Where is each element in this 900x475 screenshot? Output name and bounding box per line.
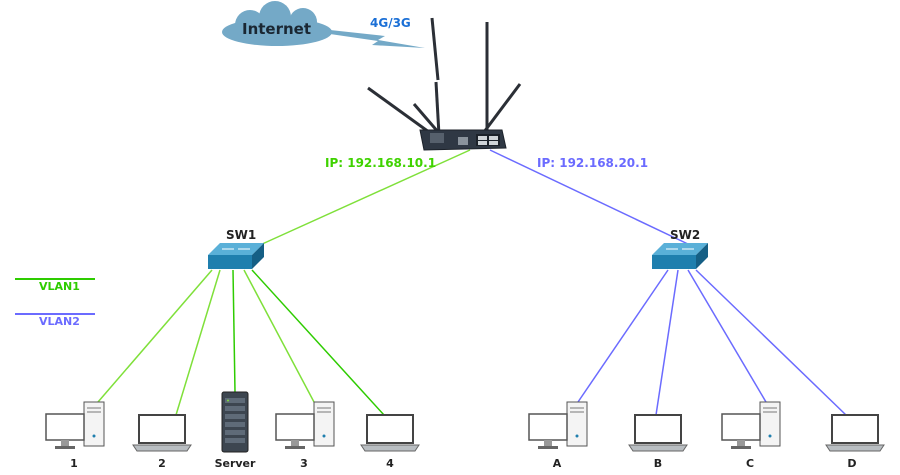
legend-vlan2-label: VLAN2 (39, 315, 80, 328)
laptop-2-icon (132, 414, 192, 452)
link-server (232, 269, 236, 393)
device-label-server: Server (214, 457, 256, 470)
legend-vlan1-label: VLAN1 (39, 280, 80, 293)
router-icon (367, 17, 522, 151)
link-1 (97, 269, 213, 403)
internet-cloud-icon (222, 1, 332, 46)
sw1-label: SW1 (226, 228, 257, 242)
internet-label: Internet (242, 20, 312, 38)
desktop-pc-c-icon (721, 401, 781, 450)
server-icon (221, 391, 249, 453)
router-ip-vlan2: IP: 192.168.20.1 (537, 156, 649, 170)
device-label-d: D (847, 457, 857, 470)
switch-sw1-icon (208, 243, 264, 269)
link-4 (251, 269, 385, 416)
desktop-pc-1-icon (45, 401, 105, 450)
laptop-b-icon (628, 414, 688, 452)
link-b (655, 269, 679, 416)
device-label-1: 1 (70, 457, 78, 470)
device-label-c: C (745, 457, 755, 470)
device-label-3: 3 (300, 457, 308, 470)
uplink-sw2 (489, 149, 691, 246)
device-label-4: 4 (386, 457, 394, 470)
laptop-d-icon (825, 414, 885, 452)
desktop-pc-a-icon (528, 401, 588, 450)
uplink-sw1 (259, 149, 471, 246)
device-label-a: A (552, 457, 562, 470)
link-a (577, 269, 669, 403)
router-ip-vlan1: IP: 192.168.10.1 (325, 156, 437, 170)
link-c (687, 269, 767, 403)
link-d (695, 269, 847, 416)
device-label-2: 2 (158, 457, 166, 470)
sw2-label: SW2 (670, 228, 701, 242)
link-3 (243, 269, 315, 403)
device-label-b: B (653, 457, 663, 470)
link-2 (175, 269, 221, 416)
desktop-pc-3-icon (275, 401, 335, 450)
laptop-4-icon (360, 414, 420, 452)
cellular-link-icon (330, 30, 425, 48)
cellular-label: 4G/3G (370, 16, 411, 30)
switch-sw2-icon (652, 243, 708, 269)
